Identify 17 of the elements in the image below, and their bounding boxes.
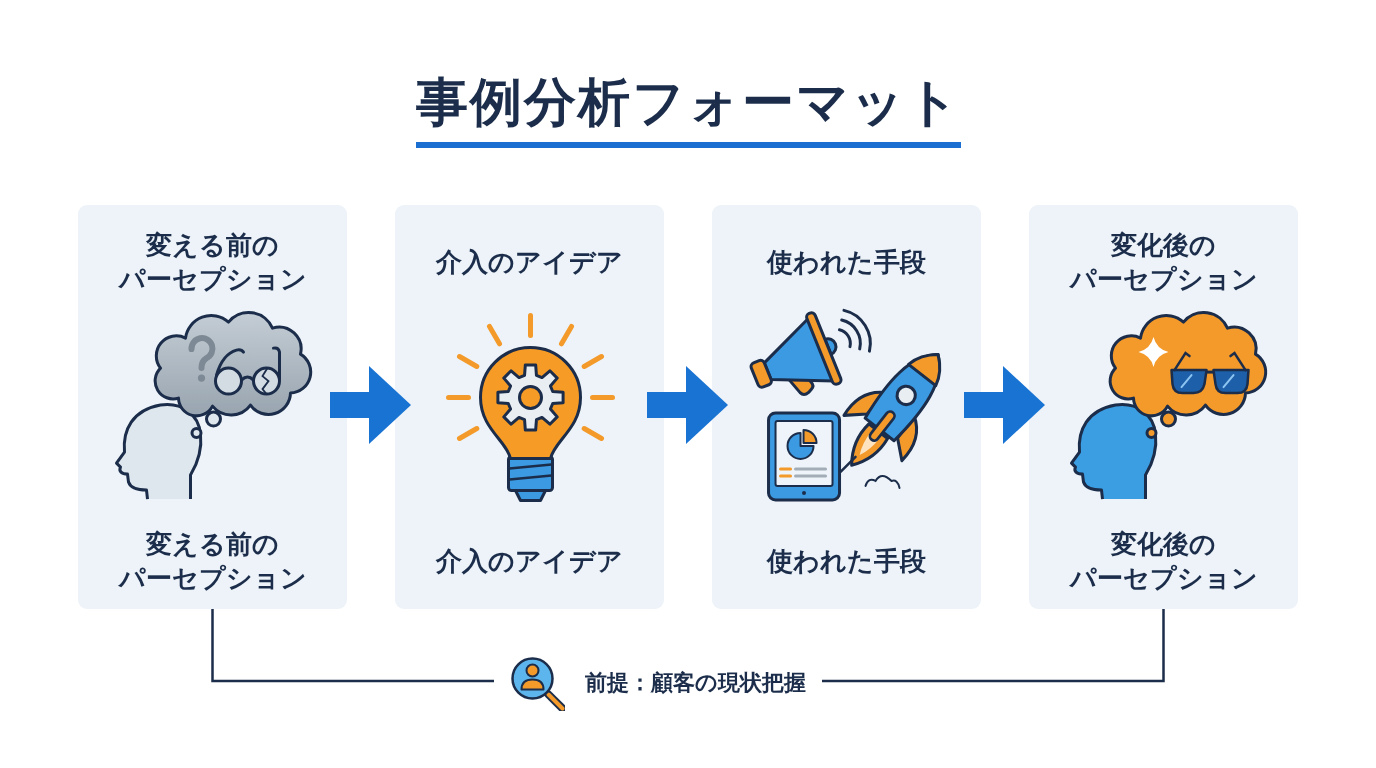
- step-caption: 変化後のパーセプション: [1069, 528, 1258, 595]
- step-panel: [712, 205, 981, 609]
- flow-arrow: [964, 366, 1045, 444]
- step-panel: [78, 205, 347, 609]
- step-title: 変化後のパーセプション: [1069, 229, 1258, 296]
- edge-label: 前提：顧客の現状把握: [585, 669, 806, 697]
- step-caption: 使われた手段: [767, 545, 926, 578]
- diagram-title: 事例分析フォーマット: [415, 71, 961, 133]
- step-title: 変える前のパーセプション: [118, 229, 307, 296]
- step-caption: 変える前のパーセプション: [118, 528, 307, 595]
- step-panel: [1029, 205, 1298, 609]
- flow-arrow: [647, 366, 728, 444]
- flow-arrow: [330, 366, 411, 444]
- step-title: 介入のアイデア: [436, 246, 623, 279]
- step-title: 使われた手段: [767, 246, 926, 279]
- step-caption: 介入のアイデア: [436, 545, 623, 578]
- step-panel: [395, 205, 664, 609]
